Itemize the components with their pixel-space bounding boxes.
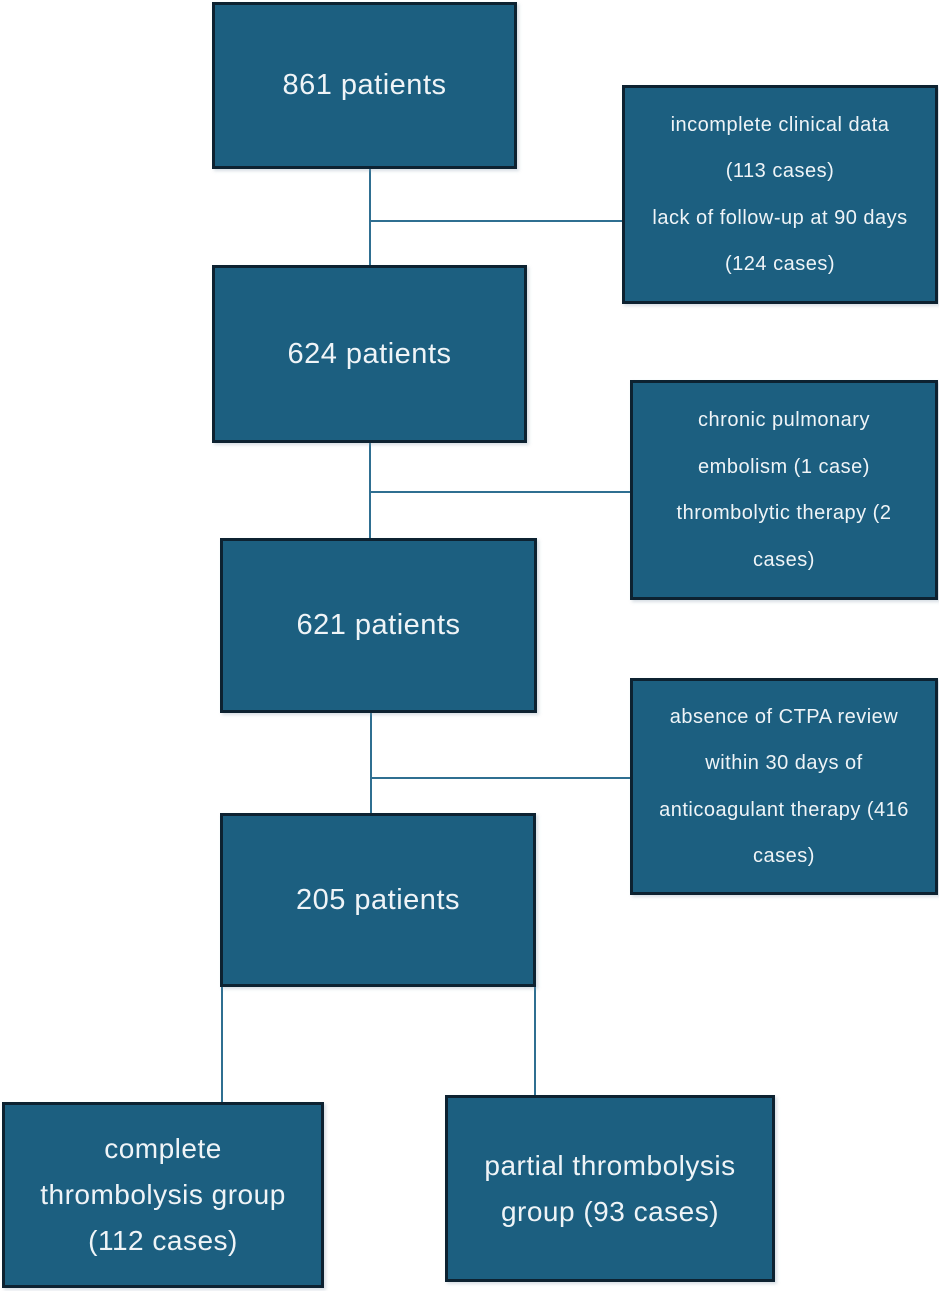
box-label: 205 patients (295, 883, 460, 916)
box-624-patients: 624 patients (212, 265, 527, 443)
box-text-line: absence of CTPA review (669, 705, 899, 728)
box-text-line: thrombolysis group (40, 1179, 286, 1210)
box-621-patients: 621 patients (220, 538, 537, 713)
box-text-line: (112 cases) (88, 1225, 238, 1256)
box-complete-thrombolysis-group: complete thrombolysis group (112 cases) (2, 1102, 324, 1288)
box-exclusion-chronic-embolism: chronic pulmonary embolism (1 case) thro… (630, 380, 938, 600)
box-text-line: chronic pulmonary (698, 409, 870, 431)
box-partial-thrombolysis-group: partial thrombolysis group (93 cases) (445, 1095, 775, 1282)
box-text-line: embolism (1 case) (698, 455, 870, 478)
box-text-line: anticoagulant therapy (416 (659, 798, 909, 821)
box-text-line: lack of follow-up at 90 days (652, 206, 908, 229)
box-861-patients: 861 patients (212, 2, 517, 169)
box-exclusion-incomplete-data: incomplete clinical data (113 cases) lac… (622, 85, 938, 304)
box-text-line: partial thrombolysis (484, 1149, 736, 1181)
box-text-line: cases) (753, 548, 815, 571)
box-text-line: thrombolytic therapy (2 (676, 502, 892, 524)
box-text-line: within 30 days of (705, 752, 863, 774)
box-text-line: (113 cases) (725, 160, 835, 182)
box-text-line: incomplete clinical data (670, 113, 890, 136)
box-label: 621 patients (296, 609, 461, 641)
box-text-line: (124 cases) (725, 253, 835, 275)
box-text-line: complete (104, 1133, 222, 1164)
box-label: 861 patients (282, 69, 447, 101)
box-text-line: cases) (753, 845, 815, 867)
box-exclusion-no-ctpa-review: absence of CTPA review within 30 days of… (630, 678, 938, 895)
box-label: 624 patients (287, 337, 452, 370)
box-205-patients: 205 patients (220, 813, 536, 987)
box-text-line: group (93 cases) (500, 1195, 720, 1227)
